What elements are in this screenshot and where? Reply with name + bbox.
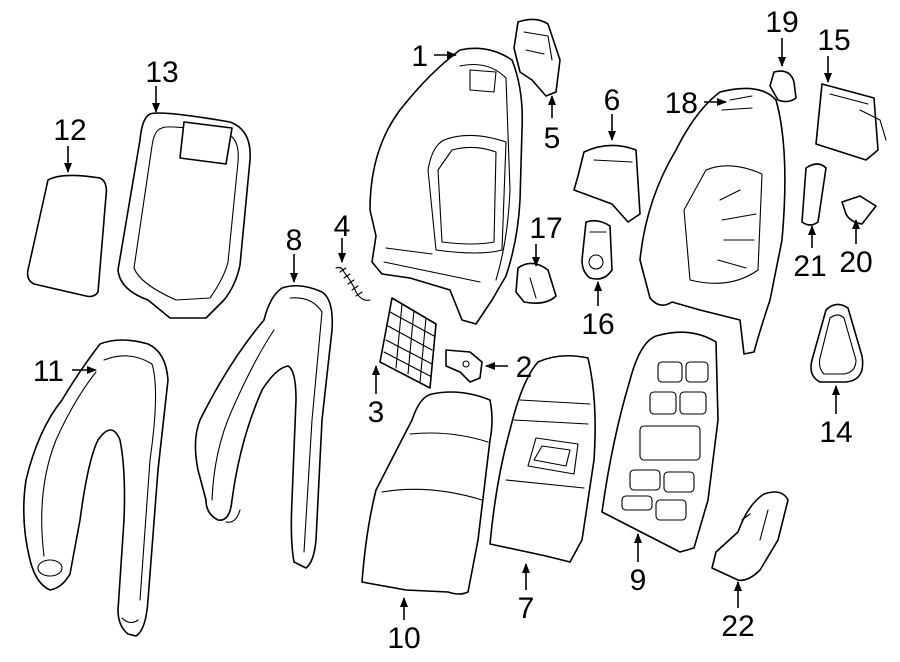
part-9-lattice	[601, 331, 719, 553]
part-20-knob	[841, 195, 877, 225]
part-14-ring	[810, 303, 864, 383]
callout-10: 10	[387, 622, 420, 655]
part-8-bolster-cover	[194, 284, 334, 569]
callout-11: 11	[33, 355, 64, 388]
callout-8: 8	[286, 224, 303, 257]
callout-7: 7	[518, 592, 535, 625]
part-21-trim	[801, 163, 827, 226]
part-10-back-panel	[361, 391, 493, 595]
part-15-module	[815, 83, 887, 161]
callout-6: 6	[604, 84, 621, 117]
part-19-cap	[769, 70, 797, 103]
callout-12: 12	[53, 114, 86, 147]
part-18-back-shell	[639, 87, 786, 355]
part-7-carrier	[489, 354, 596, 563]
part-1-back-frame	[369, 47, 524, 325]
callout-5: 5	[544, 122, 561, 155]
part-5-bracket	[513, 18, 561, 97]
part-4-spring	[335, 266, 371, 301]
callout-17: 17	[529, 212, 562, 245]
part-17-plate	[515, 262, 557, 304]
callout-18: 18	[665, 87, 698, 120]
callout-4: 4	[334, 210, 351, 243]
callout-labels: 1 2 3 4 5 6 7 8 9 10 11 12 13 14 15 16 1…	[33, 6, 873, 655]
callout-1: 1	[411, 40, 428, 73]
callout-13: 13	[145, 56, 178, 89]
callout-3: 3	[368, 396, 385, 429]
part-13-heater	[117, 112, 251, 319]
callout-16: 16	[581, 308, 614, 341]
callout-19: 19	[765, 6, 798, 39]
part-11-back-cover	[22, 339, 169, 637]
part-16-insert	[581, 219, 613, 280]
callout-20: 20	[839, 246, 872, 279]
callout-21: 21	[793, 250, 826, 283]
part-12-pad	[26, 174, 108, 298]
callout-14: 14	[819, 416, 852, 449]
part-6-panel	[573, 144, 641, 223]
part-2-clip	[445, 349, 483, 383]
callout-22: 22	[721, 610, 754, 643]
part-22-shield	[711, 491, 789, 582]
callout-15: 15	[817, 24, 850, 57]
leader-lines	[64, 38, 860, 620]
callout-9: 9	[630, 564, 647, 597]
callout-2: 2	[516, 351, 533, 384]
part-3-lumbar	[379, 297, 437, 389]
